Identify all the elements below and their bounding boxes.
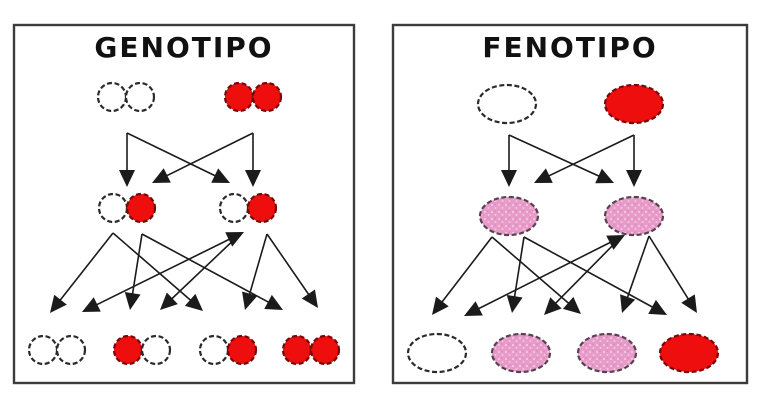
genotype-panel-title: GENOTIPO bbox=[94, 31, 274, 64]
inheritance-arrowhead-icon bbox=[160, 292, 178, 310]
gen-f1b-allele1-white bbox=[218, 192, 250, 224]
gen-f2a-allele2-white bbox=[55, 334, 87, 366]
gen-parent1-allele1-white bbox=[96, 81, 128, 113]
gen-f1b-allele2-red bbox=[246, 192, 278, 224]
inheritance-arrow bbox=[131, 233, 143, 299]
fen-f1a-pink bbox=[478, 195, 540, 237]
inheritance-arrowhead-icon bbox=[681, 294, 697, 313]
inheritance-arrowhead-icon bbox=[595, 168, 614, 184]
fen-f2b-pink bbox=[490, 332, 552, 374]
inheritance-arrow bbox=[625, 235, 650, 302]
phenotype-panel-title: FENOTIPO bbox=[482, 31, 658, 64]
inheritance-arrowhead-icon bbox=[245, 170, 261, 187]
inheritance-arrow bbox=[266, 233, 312, 299]
gen-f2d-allele1-red bbox=[281, 334, 313, 366]
gen-f2d-allele2-red bbox=[309, 334, 341, 366]
inheritance-arrow bbox=[508, 134, 604, 179]
inheritance-arrowhead-icon bbox=[211, 168, 230, 183]
inheritance-arrow bbox=[648, 235, 692, 304]
inheritance-arrow bbox=[247, 233, 268, 299]
inheritance-arrowhead-icon bbox=[432, 296, 449, 315]
inheritance-arrowhead-icon bbox=[301, 289, 318, 308]
inheritance-arrowhead-icon bbox=[648, 299, 667, 315]
inheritance-arrow bbox=[126, 132, 220, 179]
fen-parent2-red bbox=[603, 83, 665, 125]
inheritance-arrow bbox=[491, 236, 573, 307]
inheritance-arrowhead-icon bbox=[119, 170, 135, 187]
inheritance-arrow bbox=[513, 236, 525, 302]
inheritance-arrowhead-icon bbox=[464, 301, 483, 316]
inheritance-arrow bbox=[544, 134, 635, 179]
inheritance-arrow bbox=[551, 236, 622, 308]
inheritance-arrowhead-icon bbox=[534, 168, 553, 183]
inheritance-arrow bbox=[141, 233, 273, 306]
inheritance-arrowhead-icon bbox=[152, 168, 171, 183]
inheritance-arrow bbox=[162, 132, 254, 179]
inheritance-arrow bbox=[438, 236, 493, 306]
inheritance-arrowhead-icon bbox=[184, 293, 203, 311]
gen-parent2-allele2-red bbox=[251, 81, 283, 113]
inheritance-arrow bbox=[168, 233, 241, 303]
inheritance-arrowhead-icon bbox=[82, 297, 101, 312]
fen-f2c-pink bbox=[576, 332, 638, 374]
fen-parent1-white bbox=[476, 83, 538, 125]
fen-f2d-red bbox=[658, 332, 720, 374]
inheritance-arrowhead-icon bbox=[50, 294, 67, 313]
gen-f2b-allele1-red bbox=[112, 334, 144, 366]
inheritance-arrowhead-icon bbox=[506, 294, 523, 313]
gen-f2a-allele1-white bbox=[27, 334, 59, 366]
inheritance-arrowhead-icon bbox=[124, 291, 141, 310]
inheritance-arrow bbox=[474, 236, 622, 312]
gen-f1a-allele1-white bbox=[97, 192, 129, 224]
inheritance-arrow bbox=[56, 232, 114, 305]
fen-f1b-pink bbox=[603, 195, 665, 237]
inheritance-arrowhead-icon bbox=[626, 170, 642, 187]
gen-upward-arrowhead bbox=[225, 232, 244, 247]
inheritance-arrow bbox=[523, 236, 657, 310]
gen-f2c-allele2-red bbox=[226, 334, 258, 366]
gen-parent2-allele1-red bbox=[223, 81, 255, 113]
inheritance-arrowhead-icon bbox=[264, 294, 283, 310]
inheritance-arrowhead-icon bbox=[242, 291, 258, 310]
inheritance-arrowhead-icon bbox=[544, 297, 562, 315]
fenotipo-panel-border bbox=[391, 23, 749, 385]
fen-upward-arrowhead bbox=[606, 235, 625, 250]
gen-parent1-allele2-white bbox=[124, 81, 156, 113]
genotipo-panel-border bbox=[12, 23, 356, 385]
fen-f2a-white bbox=[406, 332, 468, 374]
inheritance-arrowhead-icon bbox=[562, 296, 581, 314]
gen-f2b-allele2-white bbox=[140, 334, 172, 366]
gen-f1a-allele2-red bbox=[125, 192, 157, 224]
gen-f2c-allele1-white bbox=[198, 334, 230, 366]
inheritance-arrowhead-icon bbox=[620, 294, 636, 313]
inheritance-arrowhead-icon bbox=[501, 170, 517, 187]
inheritance-arrow bbox=[92, 233, 241, 308]
